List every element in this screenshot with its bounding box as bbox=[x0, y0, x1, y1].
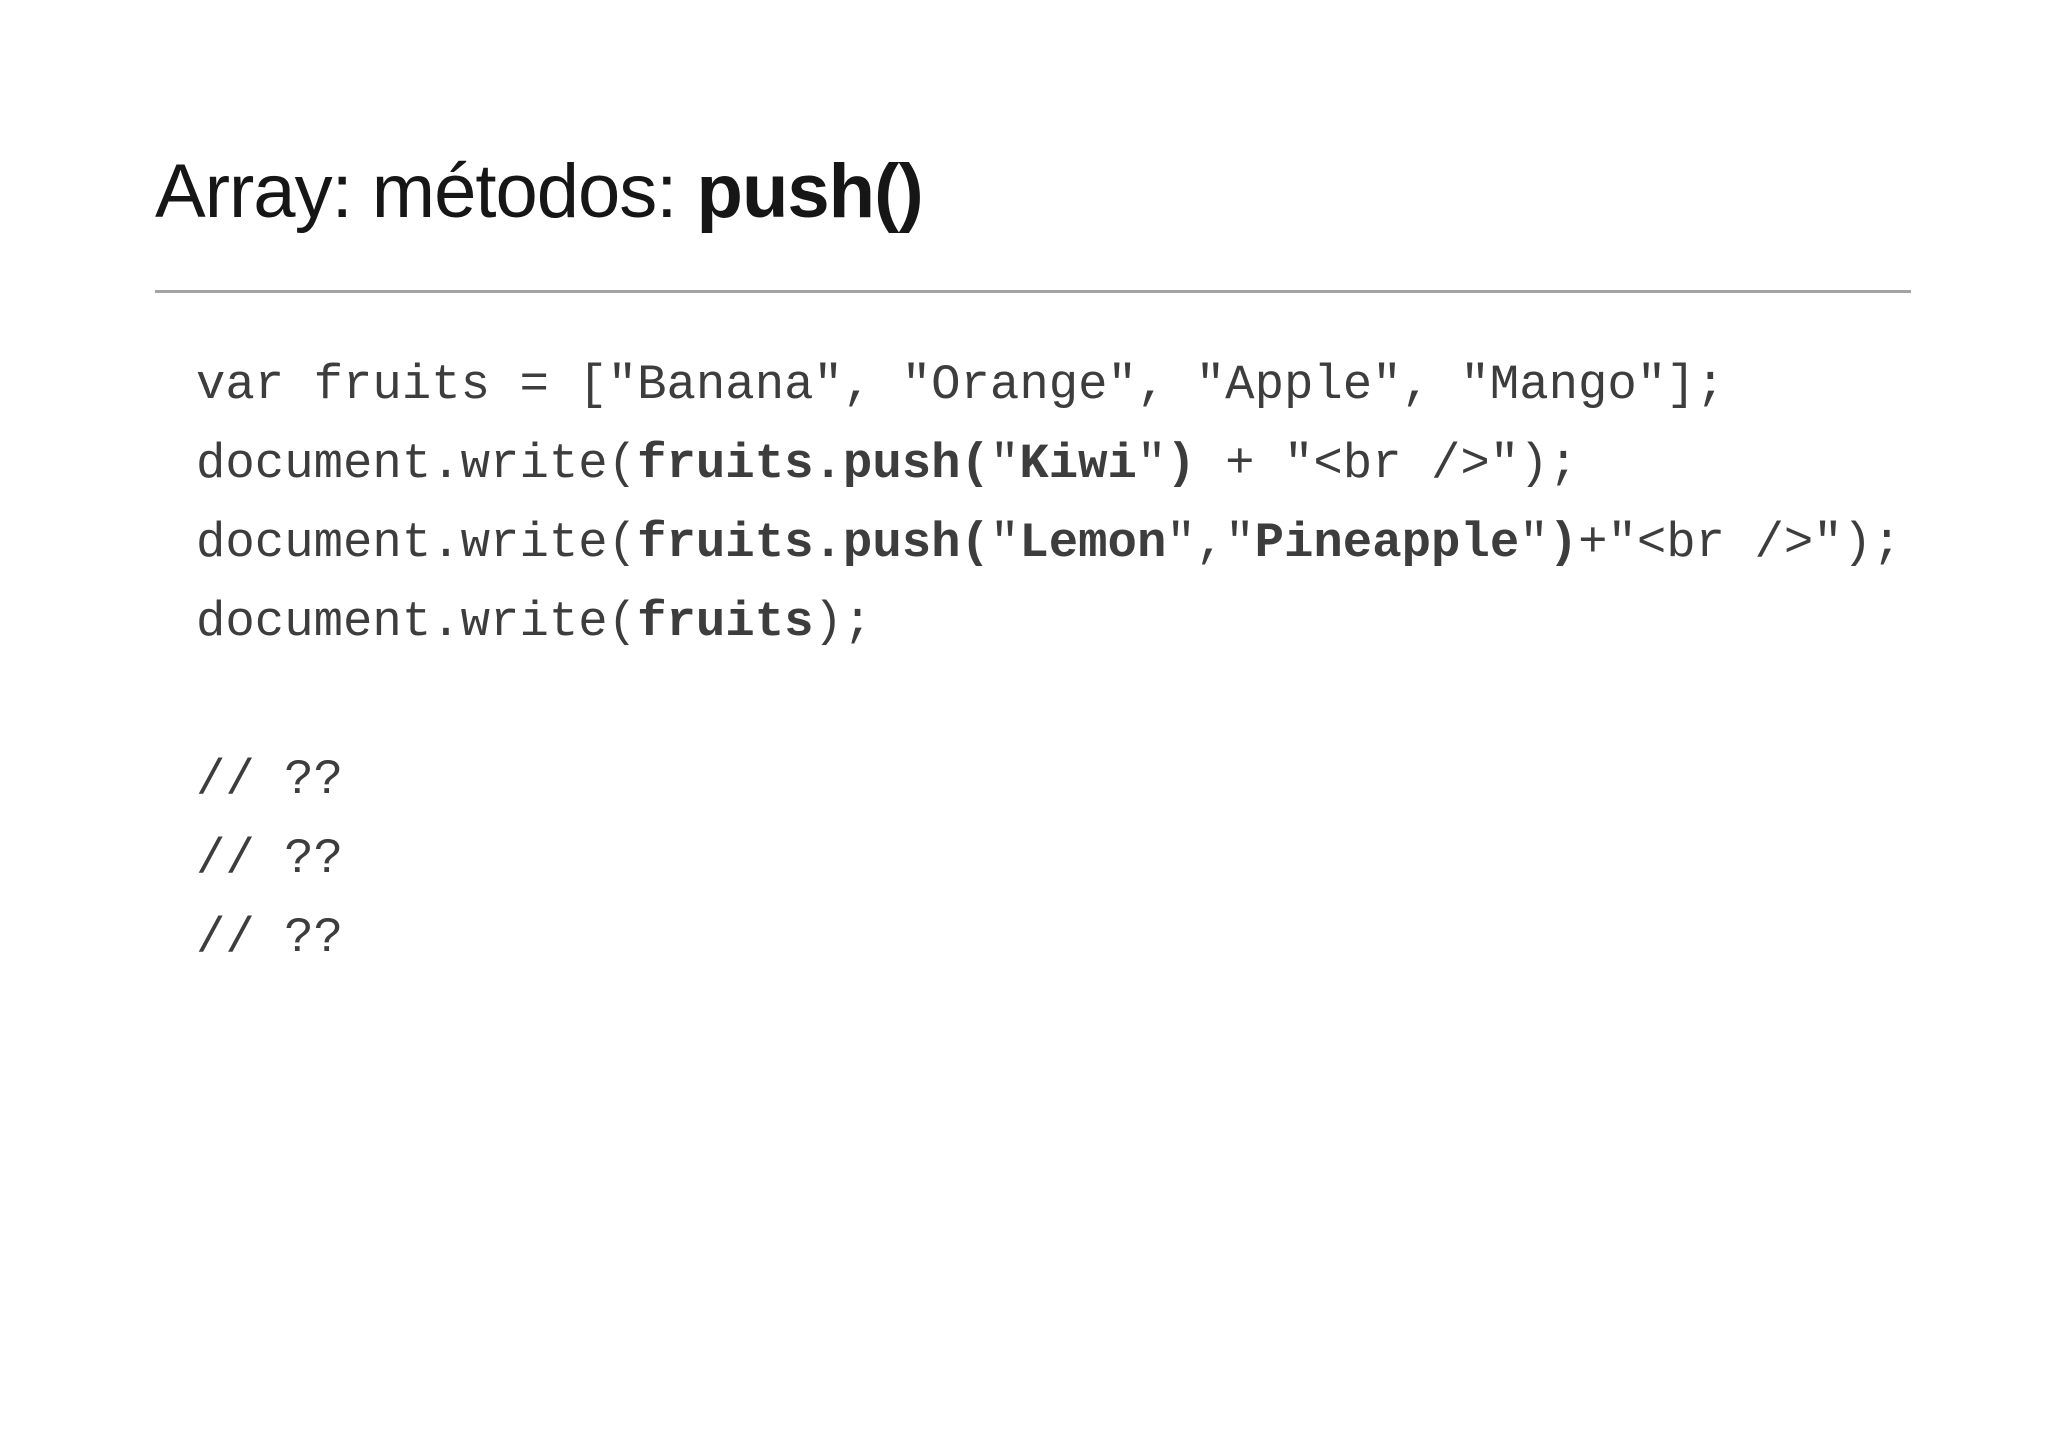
code-segment: + "<br />"); bbox=[1195, 436, 1579, 492]
code-segment: "," bbox=[1166, 515, 1255, 571]
code-segment: " bbox=[989, 436, 1020, 492]
code-segment: ); bbox=[813, 594, 873, 650]
code-segment-bold: fruits.push( bbox=[637, 515, 990, 571]
code-segment: document.write( bbox=[196, 594, 638, 650]
code-segment-bold: ) bbox=[1548, 515, 1579, 571]
page-title: Array: métodos: push() bbox=[155, 149, 924, 234]
code-segment-bold: Pineapple bbox=[1254, 515, 1520, 571]
page-title-bold-text: push() bbox=[696, 149, 924, 234]
code-segment: document.write( bbox=[196, 436, 638, 492]
code-line: document.write(fruits); bbox=[196, 583, 1902, 662]
code-segment: // ?? bbox=[196, 910, 344, 966]
code-block: var fruits = ["Banana", "Orange", "Apple… bbox=[196, 346, 1902, 978]
page-title-normal-text: Array: métodos: bbox=[155, 149, 697, 234]
code-segment: " bbox=[989, 515, 1020, 571]
code-segment-bold: fruits bbox=[637, 594, 814, 650]
code-line: // ?? bbox=[196, 899, 1902, 978]
code-segment-bold: Kiwi bbox=[1019, 436, 1137, 492]
code-segment: +"<br />"); bbox=[1578, 515, 1902, 571]
code-segment: var fruits = ["Banana", "Orange", "Apple… bbox=[196, 357, 1726, 413]
code-line: var fruits = ["Banana", "Orange", "Apple… bbox=[196, 346, 1902, 425]
code-line: // ?? bbox=[196, 820, 1902, 899]
code-segment: " bbox=[1519, 515, 1549, 571]
code-line: // ?? bbox=[196, 741, 1902, 820]
code-segment-bold: Lemon bbox=[1019, 515, 1167, 571]
code-line: document.write(fruits.push("Lemon","Pine… bbox=[196, 504, 1902, 583]
code-segment-bold: ) bbox=[1166, 436, 1196, 492]
code-segment: // ?? bbox=[196, 831, 344, 887]
code-segment: document.write( bbox=[196, 515, 638, 571]
code-line: document.write(fruits.push("Kiwi") + "<b… bbox=[196, 425, 1902, 504]
title-divider bbox=[155, 290, 1911, 293]
code-segment: // ?? bbox=[196, 752, 344, 808]
code-segment-bold: fruits.push( bbox=[637, 436, 990, 492]
code-segment: " bbox=[1136, 436, 1167, 492]
code-line bbox=[196, 662, 1902, 741]
